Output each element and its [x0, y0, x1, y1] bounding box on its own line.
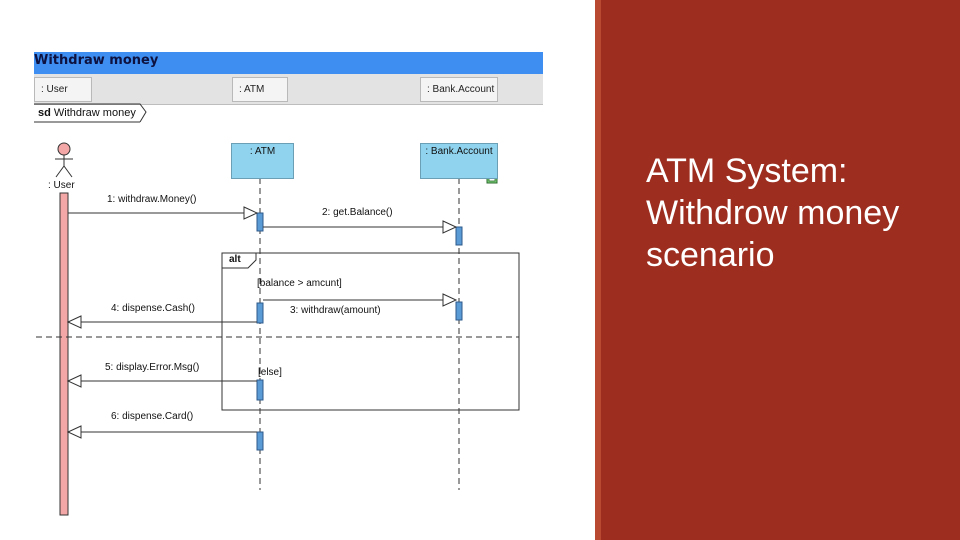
- slide-title: ATM System: Withdrow money scenario: [646, 150, 899, 276]
- header-bank-account[interactable]: : Bank.Account: [420, 77, 498, 102]
- title-bar: [34, 52, 543, 74]
- header-atm[interactable]: : ATM: [232, 77, 288, 102]
- atm-activation-1: [256, 212, 264, 232]
- alt-guard-2: [else]: [258, 367, 282, 378]
- msg-2-label[interactable]: 2: get.Balance(): [322, 207, 393, 218]
- sd-frame-name: Withdraw money: [53, 107, 136, 119]
- msg-5-label[interactable]: 5: display.Error.Msg(): [105, 362, 200, 373]
- atm-lifeline-label: : ATM: [249, 146, 276, 157]
- msg-6-label[interactable]: 6: dispense.Card(): [111, 411, 194, 422]
- sd-frame-tab: [34, 103, 147, 123]
- alt-guard-1: [balance > amcunt]: [257, 278, 342, 289]
- atm-activation-4: [256, 431, 264, 451]
- user-activation-bar: [59, 192, 69, 516]
- atm-activation-3: [256, 379, 264, 401]
- bank-activation-1: [455, 226, 463, 246]
- msg-1-label[interactable]: 1: withdraw.Money(): [107, 194, 197, 205]
- msg-3-label[interactable]: 3: withdraw(amount): [290, 305, 381, 316]
- bank-activation-2: [455, 301, 463, 321]
- slide-title-line-1: ATM System:: [646, 152, 848, 190]
- window-title: Withdraw money: [34, 53, 159, 68]
- header-user[interactable]: : User: [34, 77, 92, 102]
- title-panel: [595, 0, 960, 540]
- bank-lifeline-box[interactable]: : Bank.Account: [420, 143, 498, 179]
- sd-frame-label: sd Withdraw money: [34, 104, 136, 122]
- slide-title-line-3: scenario: [646, 236, 775, 274]
- slide-title-line-2: Withdrow money: [646, 194, 900, 232]
- sd-keyword: sd: [38, 107, 51, 119]
- alt-operator: alt: [229, 254, 241, 265]
- actor-icon[interactable]: [55, 142, 73, 178]
- user-lifeline-label: : User: [48, 180, 75, 191]
- bank-lifeline-label: : Bank.Account: [425, 146, 493, 157]
- sequence-diagram: [34, 103, 520, 516]
- msg-4-label[interactable]: 4: dispense.Cash(): [111, 303, 195, 314]
- alt-fragment: [221, 252, 520, 411]
- atm-activation-2: [256, 302, 264, 324]
- atm-lifeline-box[interactable]: : ATM: [231, 143, 294, 179]
